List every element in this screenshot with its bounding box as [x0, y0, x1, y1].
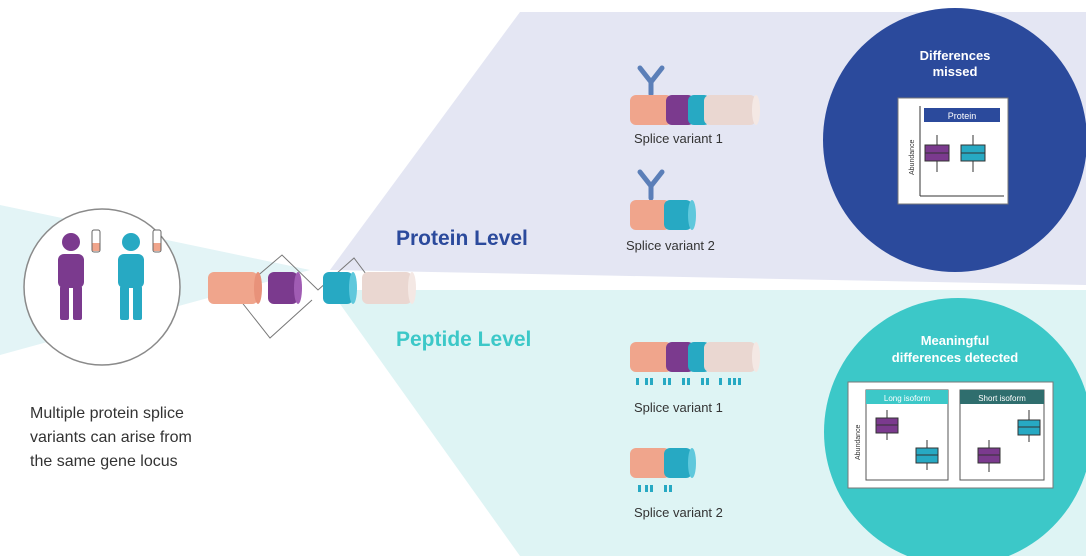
people-circle	[23, 208, 181, 366]
protein-variant-2-label: Splice variant 2	[626, 238, 715, 253]
protein-splice-variant-2	[630, 200, 696, 230]
intro-line-3: the same gene locus	[30, 453, 178, 470]
peptide-variant-1-label: Splice variant 1	[634, 400, 723, 415]
peptide-level-label: Peptide Level	[396, 328, 531, 351]
short-isoform-label: Short isoform	[978, 394, 1026, 403]
protein-splice-variant-1	[630, 95, 760, 125]
protein-variant-1-label: Splice variant 1	[634, 131, 723, 146]
peptide-plot-panel: Abundance Long isoform Short isoform	[847, 381, 1054, 489]
peptide-variant-2-label: Splice variant 2	[634, 505, 723, 520]
protein-result-title-1: Differences	[920, 48, 991, 63]
splice-connector	[239, 299, 313, 339]
exon-pale	[362, 272, 412, 304]
cyan-person-icon	[118, 233, 144, 320]
exon-purple	[268, 272, 298, 304]
protein-result-title-2: missed	[933, 64, 978, 79]
intro-line-2: variants can arise from	[30, 429, 192, 446]
protein-y-axis-label: Abundance	[909, 139, 916, 175]
peptide-splice-variant-1	[630, 342, 760, 372]
protein-plot-panel: Protein Abundance	[897, 97, 1009, 205]
protein-panel-label: Protein	[948, 111, 977, 121]
long-isoform-label: Long isoform	[884, 394, 931, 403]
peptide-markers	[638, 485, 672, 492]
intro-line-1: Multiple protein splice	[30, 405, 184, 422]
protein-level-label: Protein Level	[396, 227, 528, 250]
gene-locus	[208, 254, 416, 339]
peptide-markers	[636, 378, 741, 385]
peptide-result-title-1: Meaningful	[921, 333, 990, 348]
peptide-result-title-2: differences detected	[892, 350, 1018, 365]
antibody-icon	[637, 169, 665, 201]
peptide-y-axis-label: Abundance	[855, 424, 862, 460]
peptide-splice-variant-2	[630, 448, 696, 478]
exon-salmon	[208, 272, 258, 304]
test-tube-icon	[91, 229, 101, 253]
exon-cyan	[323, 272, 353, 304]
antibody-icon	[637, 65, 665, 97]
purple-person-icon	[58, 233, 84, 320]
splice-connector	[254, 254, 379, 291]
test-tube-icon	[152, 229, 162, 253]
